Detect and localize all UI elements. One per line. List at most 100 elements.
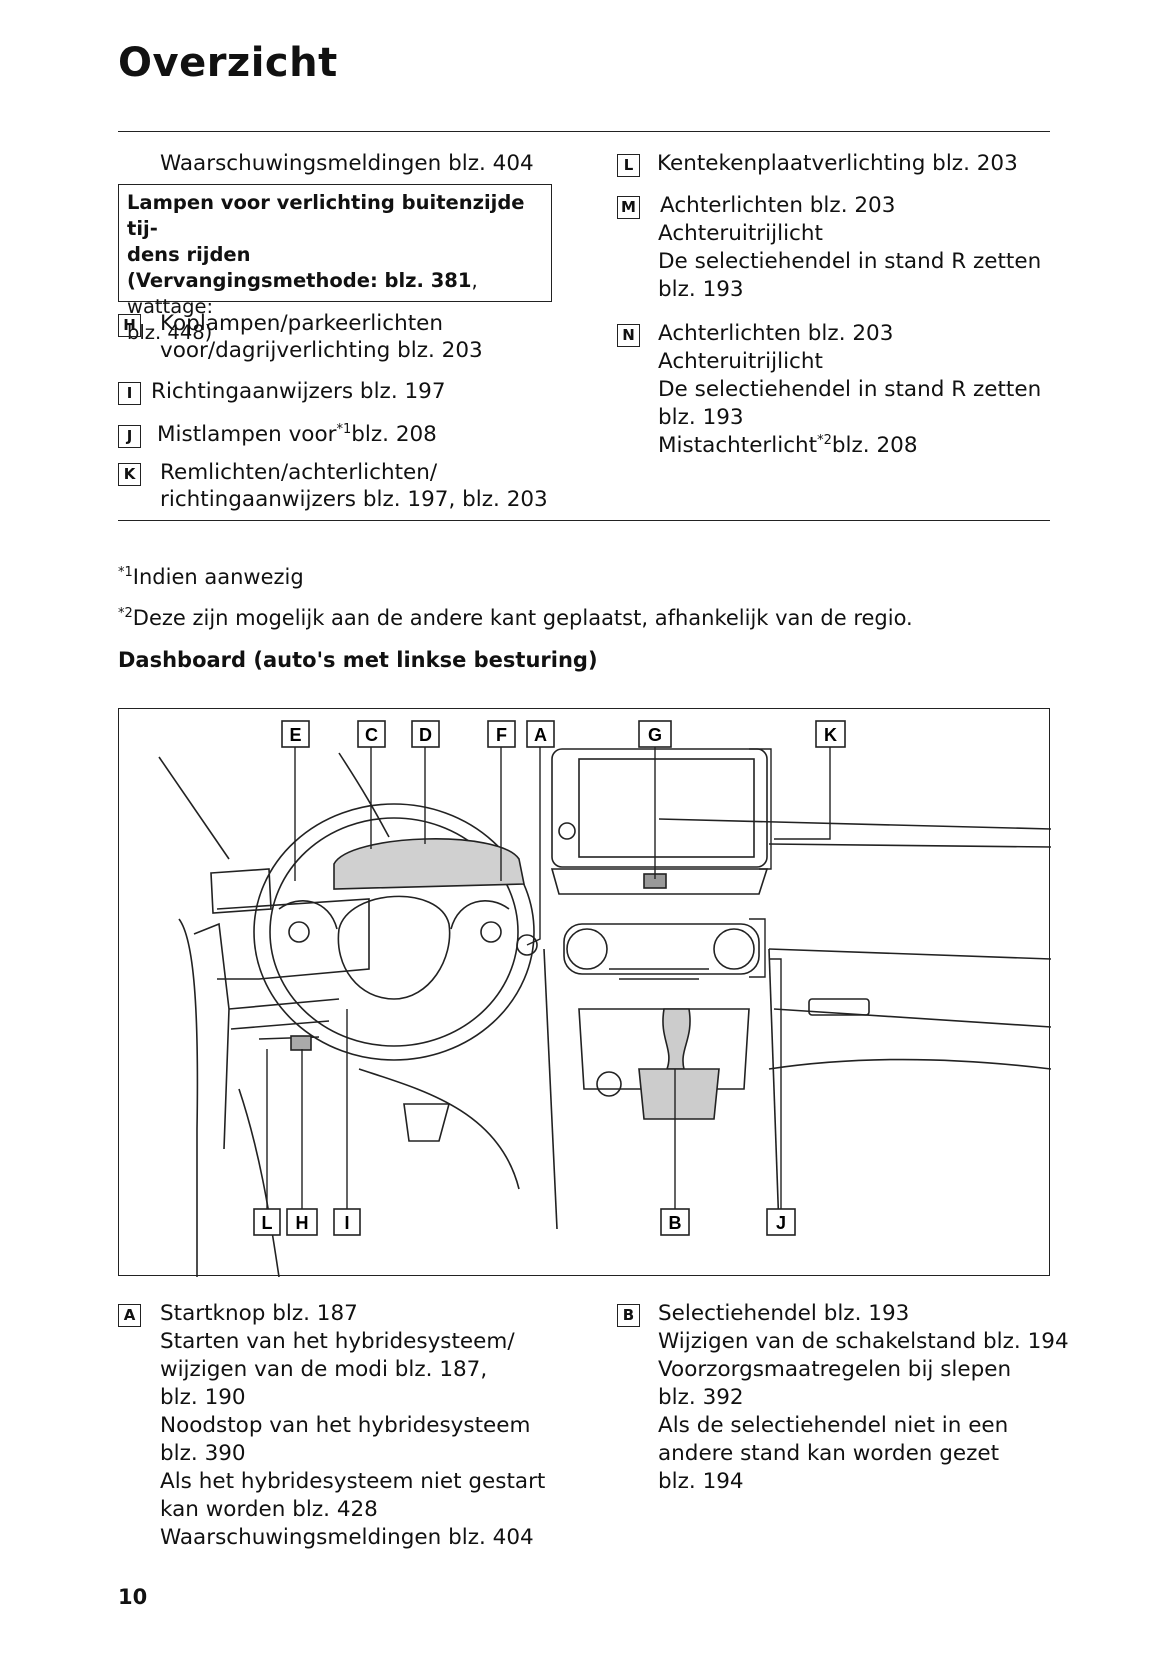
floor-line (358, 1068, 520, 1190)
console-box (578, 1008, 750, 1090)
fig-label-g: G (638, 720, 672, 748)
wheel-button-right (480, 921, 502, 943)
pedal-brake (403, 1103, 451, 1142)
lower-right-dash (768, 948, 1051, 1028)
dash-top-line (658, 818, 1051, 830)
steering-hub (337, 895, 451, 1000)
footnote-1-mark: *1 (118, 565, 133, 580)
door-inner (193, 922, 230, 1150)
leader-j (769, 958, 782, 1209)
dashboard-figure: E C D F A G K L H I B J (118, 708, 1051, 1277)
leader-k (774, 747, 831, 840)
climate-buttons (609, 968, 709, 980)
section-rule (118, 520, 1050, 521)
fig-label-a-text: A (534, 725, 547, 745)
fig-label-e: E (281, 720, 310, 748)
key-label-m: M (617, 196, 640, 219)
infotainment-display (578, 758, 755, 858)
start-button (516, 934, 538, 956)
leader-j-bracket (749, 918, 766, 978)
legend-a-line-6: blz. 390 (160, 1441, 246, 1466)
fig-label-f-text: F (496, 725, 507, 745)
info-box-line-4: blz. 448) (127, 321, 213, 344)
leader-k-bracket-top (749, 748, 772, 870)
fig-label-f: F (487, 720, 516, 748)
fig-label-b-text: B (669, 1213, 682, 1233)
fig-label-c-text: C (365, 725, 378, 745)
item-j-sup: *1 (336, 422, 352, 437)
legend-a-line-7: Als het hybridesysteem niet gestart (160, 1469, 546, 1494)
item-l-line-1: Kentekenplaatverlichting blz. 203 (657, 151, 1018, 176)
leader-a (526, 747, 541, 946)
key-label-i: I (118, 382, 141, 405)
section-heading: Dashboard (auto's met linkse besturing) (118, 648, 598, 672)
page-number: 10 (118, 1585, 148, 1609)
center-stack-right (768, 948, 780, 1230)
left-dash (216, 898, 370, 980)
fig-label-k-text: K (824, 725, 837, 745)
steering-wheel-outer (253, 803, 535, 1061)
info-box-method: (Vervangingsmethode: blz. 381 (127, 269, 472, 292)
item-j-post: blz. 208 (351, 422, 437, 447)
legend-a-line-3: wijzigen van de modi blz. 187, (160, 1357, 488, 1382)
item-n-post: blz. 208 (831, 433, 918, 458)
info-box-wattage: , wattage: (127, 269, 478, 318)
item-k-line-1: Remlichten/achterlichten/ (160, 460, 438, 485)
legend-key-a: A (118, 1304, 141, 1327)
windshield-line (338, 752, 390, 838)
mirror-switch (290, 1035, 312, 1051)
floor-line-2 (238, 1088, 280, 1277)
legend-a-line-8: kan worden blz. 428 (160, 1497, 378, 1522)
item-h-line-2: voor/dagrijverlichting blz. 203 (160, 338, 483, 363)
fig-label-l: L (253, 1208, 281, 1236)
legend-a-line-2: Starten van het hybridesysteem/ (160, 1329, 515, 1354)
item-m-line-3: De selectiehendel in stand R zetten (658, 249, 1042, 274)
item-m-line-1: Achterlichten blz. 203 (660, 193, 896, 218)
legend-b-line-5: Als de selectiehendel niet in een (658, 1413, 1009, 1438)
fig-label-j-text: J (776, 1213, 786, 1233)
legend-key-b: B (617, 1304, 640, 1327)
fig-label-j: J (766, 1208, 796, 1236)
info-box-line-1: Lampen voor verlichting buitenzijde tij- (127, 191, 525, 240)
item-n-pre: Mistachterlicht (658, 433, 818, 458)
dashboard-illustration: E C D F A G K L H I B J (158, 720, 1051, 1277)
dash-top-line-2 (768, 843, 1051, 848)
fig-label-c: C (357, 720, 386, 748)
fig-label-i-text: I (344, 1213, 349, 1233)
climate-knob-left (566, 928, 608, 970)
footnote-2-text: Deze zijn mogelijk aan de andere kant ge… (132, 606, 913, 630)
legend-a-line-9: Waarschuwingsmeldingen blz. 404 (160, 1525, 534, 1550)
legend-b-line-1: Selectiehendel blz. 193 (658, 1301, 910, 1326)
key-label-j: J (118, 425, 141, 448)
legend-b-line-3: Voorzorgsmaatregelen bij slepen (658, 1357, 1012, 1382)
top-rule (118, 131, 1050, 132)
item-n-line-1: Achterlichten blz. 203 (658, 321, 894, 346)
item-k-line-2: richtingaanwijzers blz. 197, blz. 203 (160, 487, 548, 512)
legend-a-line-1: Startknop blz. 187 (160, 1301, 358, 1326)
screen-mount (550, 868, 769, 895)
item-h-line-1: Koplampen/parkeerlichten (160, 311, 443, 336)
cupholder (596, 1071, 622, 1097)
door-panel (178, 918, 199, 1277)
screen-knob (558, 822, 576, 840)
fig-label-d-text: D (419, 725, 432, 745)
fig-label-a: A (526, 720, 555, 748)
infotainment-screen (551, 748, 768, 868)
footnote-1-text: Indien aanwezig (132, 565, 304, 589)
footnote-2-mark: *2 (118, 606, 133, 621)
steering-wheel-inner (269, 817, 519, 1047)
key-label-l: L (617, 154, 640, 177)
legend-b-line-7: blz. 194 (658, 1469, 744, 1494)
right-dash-curve (768, 1058, 1051, 1070)
fig-label-d: D (411, 720, 440, 748)
item-m-line-2: Achteruitrijlicht (658, 221, 823, 246)
wheel-button-left (288, 921, 310, 943)
item-n-line-4: blz. 193 (658, 405, 744, 430)
center-stack-left (543, 948, 558, 1230)
a-pillar-line (158, 756, 230, 860)
legend-b-line-4: blz. 392 (658, 1385, 744, 1410)
footnote-2: *2Deze zijn mogelijk aan de andere kant … (118, 604, 913, 632)
key-label-k: K (118, 463, 141, 486)
item-n-line-5: Mistachterlicht*2blz. 208 (658, 432, 918, 460)
page-title: Overzicht (118, 40, 338, 86)
